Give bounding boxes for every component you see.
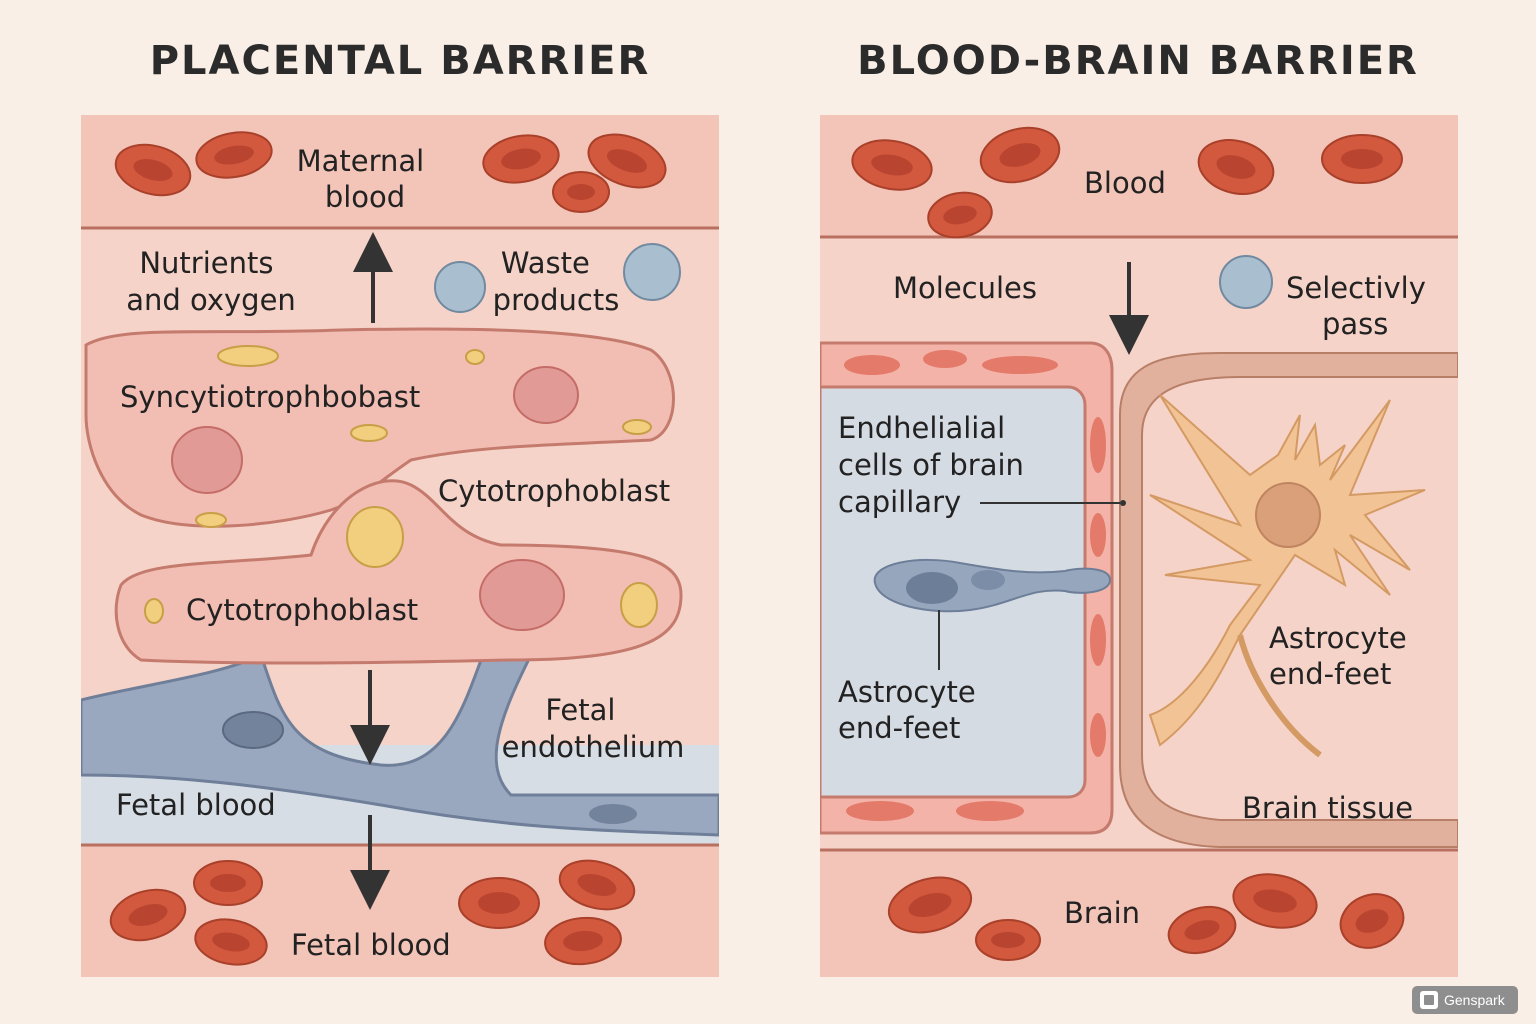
astrocyte-cell xyxy=(1148,394,1426,747)
syncytiotrophoblast-label: Syncytiotrophbobast xyxy=(120,380,420,414)
brain-tissue-label: Brain tissue xyxy=(1242,791,1413,825)
genspark-watermark: Genspark xyxy=(1412,986,1518,1014)
astrocyte-nucleus xyxy=(1255,482,1321,548)
molecules-label: Molecules xyxy=(893,271,1037,305)
fetal-endothelium-label: Fetal endothelium xyxy=(502,693,685,764)
granule xyxy=(195,512,227,528)
waste-products-label: Waste products xyxy=(493,246,620,317)
granule xyxy=(622,419,652,435)
endothelial-nucleus xyxy=(589,804,637,824)
end-foot-vesicle xyxy=(971,570,1005,590)
brain-cell-membrane xyxy=(1119,352,1458,848)
granule xyxy=(350,424,388,442)
waste-molecule xyxy=(434,261,486,313)
cytotrophoblast-label-lower: Cytotrophoblast xyxy=(186,593,418,627)
maternal-blood-label: Maternal blood xyxy=(297,144,434,214)
nutrients-label: Nutrients and oxygen xyxy=(126,246,296,317)
blood-brain-barrier-diagram: Blood Molecules Selectivly pass Endhelia… xyxy=(820,115,1458,977)
endothelial-cell-nuclei xyxy=(844,350,1106,821)
syncytio-nucleus xyxy=(171,426,243,494)
red-blood-cells-fetal xyxy=(109,859,636,966)
brain-label: Brain xyxy=(1064,896,1140,930)
cytotrophoblast-label-upper: Cytotrophoblast xyxy=(438,474,670,508)
endothelial-nucleus xyxy=(222,711,284,749)
cytotrophoblast-nucleus xyxy=(479,559,565,631)
selectively-pass-label: Selectivly pass xyxy=(1286,271,1435,341)
red-blood-cells-blood xyxy=(851,126,1403,239)
blood-label: Blood xyxy=(1084,166,1166,200)
fetal-endothelium-vessel xyxy=(81,652,719,837)
granule xyxy=(217,345,279,367)
red-blood-cells-maternal xyxy=(114,131,667,213)
syncytio-nucleus xyxy=(513,366,579,424)
granule xyxy=(144,598,164,624)
fetal-blood-label-bottom: Fetal blood xyxy=(291,928,451,962)
placental-barrier-title: PLACENTAL BARRIER xyxy=(149,38,651,84)
blood-brain-barrier-title: BLOOD-BRAIN BARRIER xyxy=(857,38,1419,84)
astrocyte-end-feet-label-left: Astrocyte end-feet xyxy=(838,675,985,745)
end-foot-nucleus xyxy=(906,572,958,604)
placental-barrier-diagram: Maternal blood Nutrients and oxygen Wast… xyxy=(81,115,719,977)
genspark-logo-icon xyxy=(1420,991,1438,1009)
watermark-text: Genspark xyxy=(1444,992,1505,1008)
astrocyte-end-feet-label-right: Astrocyte end-feet xyxy=(1269,621,1416,691)
red-blood-cells-brain xyxy=(887,873,1405,961)
molecule-icon xyxy=(1219,255,1273,309)
endothelial-cells-label: Endhelialial cells of brain capillary xyxy=(838,411,1033,519)
granule xyxy=(465,349,485,365)
granule xyxy=(620,582,658,628)
fetal-blood-label-mid: Fetal blood xyxy=(116,788,276,822)
waste-molecule xyxy=(623,243,681,301)
cytotrophoblast-nucleus xyxy=(346,506,404,568)
